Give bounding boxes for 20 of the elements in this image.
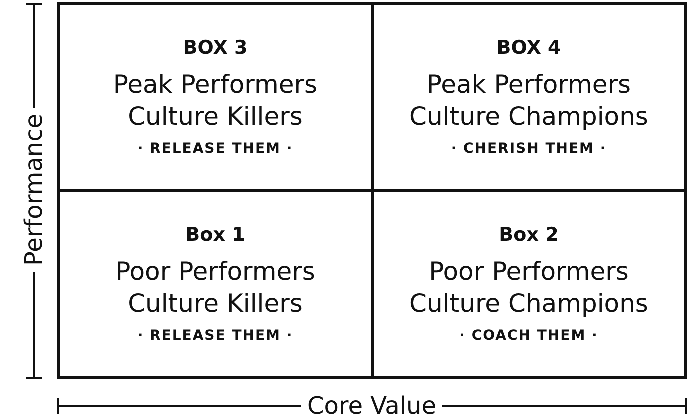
box-heading: Box 2: [499, 224, 559, 246]
box-text: Culture Champions: [410, 288, 648, 320]
quadrant-box: [57, 2, 374, 192]
action-text: · RELEASE THEM ·: [138, 141, 294, 157]
box-heading: Box 1: [186, 224, 246, 246]
box-heading: BOX 3: [183, 37, 248, 59]
box-text: Culture Killers: [128, 288, 303, 320]
action-text: · CHERISH THEM ·: [451, 141, 607, 157]
box-heading: BOX 4: [496, 37, 562, 59]
box-text: Peak Performers: [113, 69, 318, 101]
box-text: Culture Killers: [128, 101, 303, 133]
action-text: · RELEASE THEM ·: [138, 328, 294, 344]
box-text: Poor Performers: [429, 256, 629, 288]
box-text: Poor Performers: [116, 256, 316, 288]
quadrant-box: [371, 189, 687, 379]
box-text: Peak Performers: [426, 69, 632, 101]
quadrant-box: [57, 189, 374, 379]
quadrant-box: [371, 2, 687, 192]
box-text: Culture Champions: [410, 101, 648, 133]
action-text: · COACH THEM ·: [460, 328, 598, 344]
